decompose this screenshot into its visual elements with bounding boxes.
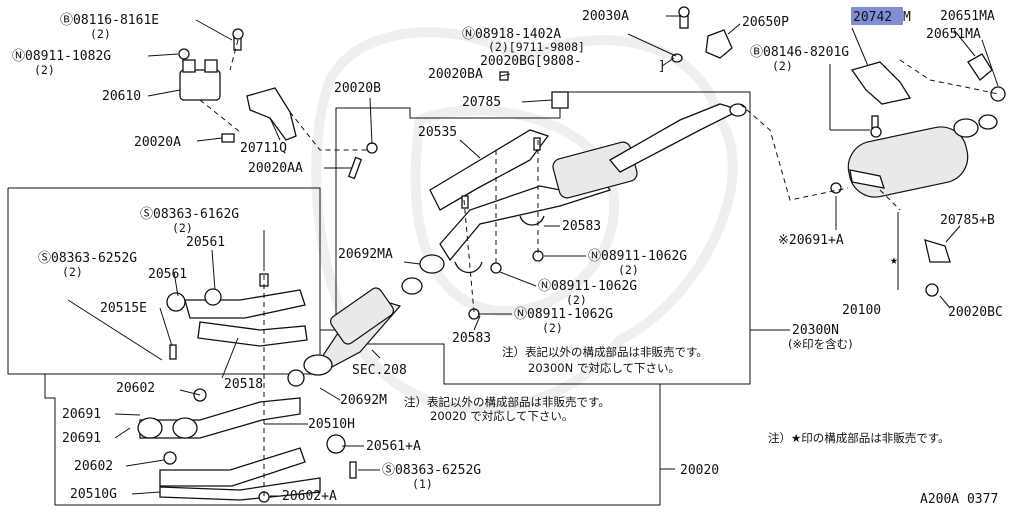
- label-08363-6162G[interactable]: Ⓢ08363-6162G: [140, 207, 239, 222]
- rear-muffler-parts: [739, 53, 1006, 297]
- highlight-box: [851, 7, 903, 25]
- label-20561-b[interactable]: 20561: [148, 267, 187, 282]
- label-20020BA[interactable]: 20020BA: [428, 67, 483, 82]
- label-20510H[interactable]: 20510H: [308, 417, 355, 432]
- label-20020[interactable]: 20020: [680, 463, 719, 478]
- label-20692M[interactable]: 20692M: [340, 393, 387, 408]
- star-marker: ★: [890, 253, 898, 268]
- label-08918-1402A-qty: (2)[9711-9808]: [488, 40, 585, 54]
- note-20020-line2: 20020 で対応して下さい。: [430, 409, 573, 423]
- label-20651MA-a[interactable]: 20651MA: [940, 9, 995, 24]
- label-20785-plus-b[interactable]: 20785+B: [940, 213, 995, 228]
- label-08363-6252G-a[interactable]: Ⓢ08363-6252G: [38, 251, 137, 266]
- label-08911-1062G-b[interactable]: Ⓝ08911-1062G: [538, 279, 637, 294]
- label-20650P[interactable]: 20650P: [742, 15, 789, 30]
- label-08911-1082G[interactable]: Ⓝ08911-1082G: [12, 49, 111, 64]
- label-20510G[interactable]: 20510G: [70, 487, 117, 502]
- center-tube-parts: [303, 6, 747, 376]
- note-20300N-line1: 注）表記以外の構成部品は非販売です。: [502, 345, 708, 359]
- label-20020B[interactable]: 20020B: [334, 81, 381, 96]
- label-20602-a[interactable]: 20602: [116, 381, 155, 396]
- label-20020BG[interactable]: 20020BG[9808-: [480, 54, 582, 69]
- label-sec-208[interactable]: SEC.208: [352, 363, 407, 378]
- label-08911-1062G-a[interactable]: Ⓝ08911-1062G: [588, 249, 687, 264]
- note-20300N-line2: 20300N で対応して下さい。: [528, 361, 680, 375]
- label-08363-6252G-b[interactable]: Ⓢ08363-6252G: [382, 463, 481, 478]
- label-08116-8161E[interactable]: Ⓑ08116-8161E: [60, 13, 159, 28]
- label-08146-8201G-qty: (2): [772, 59, 793, 73]
- label-20742-suffix: M: [903, 10, 911, 25]
- label-08918-1402A[interactable]: Ⓝ08918-1402A: [462, 27, 561, 42]
- leader-lines: [67, 15, 999, 497]
- label-20651MA-b[interactable]: 20651MA: [926, 27, 981, 42]
- label-08911-1062G-c[interactable]: Ⓝ08911-1062G: [514, 307, 613, 322]
- label-08363-6252G-b-qty: (1): [412, 477, 433, 491]
- label-20583-b[interactable]: 20583: [452, 331, 491, 346]
- label-20602-b[interactable]: 20602: [74, 459, 113, 474]
- label-20020A[interactable]: 20020A: [134, 135, 181, 150]
- label-20020BG-close: ]: [658, 59, 666, 74]
- label-08911-1082G-qty: (2): [34, 63, 55, 77]
- label-20785[interactable]: 20785: [462, 95, 501, 110]
- label-20030A[interactable]: 20030A: [582, 9, 629, 24]
- label-20610[interactable]: 20610: [102, 89, 141, 104]
- label-08911-1062G-c-qty: (2): [542, 321, 563, 335]
- label-08363-6252G-a-qty: (2): [62, 265, 83, 279]
- diagram-code: A200A 0377: [920, 492, 998, 507]
- label-20300N[interactable]: 20300N: [792, 323, 839, 338]
- note-star: 注）★印の構成部品は非販売です。: [768, 431, 950, 445]
- upper-left-parts: [178, 28, 378, 180]
- label-20561-plus-a[interactable]: 20561+A: [366, 439, 421, 454]
- label-20561-a[interactable]: 20561: [186, 235, 225, 250]
- note-20020-line1: 注）表記以外の構成部品は非販売です。: [404, 395, 610, 409]
- label-20711Q[interactable]: 20711Q: [240, 141, 287, 156]
- label-20518[interactable]: 20518: [224, 377, 263, 392]
- highlighted-part-number[interactable]: 20742 M: [851, 7, 911, 25]
- label-20535[interactable]: 20535: [418, 125, 457, 140]
- label-20691-plus-a[interactable]: ※20691+A: [778, 233, 844, 248]
- label-08911-1062G-a-qty: (2): [618, 263, 639, 277]
- label-20691-a[interactable]: 20691: [62, 407, 101, 422]
- label-20602-plus-a[interactable]: 20602+A: [282, 489, 337, 504]
- label-20583-a[interactable]: 20583: [562, 219, 601, 234]
- label-08116-8161E-qty: (2): [90, 27, 111, 41]
- label-20100[interactable]: 20100: [842, 303, 881, 318]
- label-20742[interactable]: 20742: [853, 10, 892, 25]
- label-08146-8201G[interactable]: Ⓑ08146-8201G: [750, 45, 849, 60]
- notes: 注）表記以外の構成部品は非販売です。 20300N で対応して下さい。 注）表記…: [404, 345, 950, 445]
- label-08363-6162G-qty: (2): [172, 221, 193, 235]
- part-labels: Ⓑ08116-8161E (2) Ⓝ08911-1082G (2) 20610 …: [12, 9, 1003, 504]
- label-20691-b[interactable]: 20691: [62, 431, 101, 446]
- label-20692MA[interactable]: 20692MA: [338, 247, 393, 262]
- front-pipe-parts: [137, 230, 357, 503]
- label-08911-1062G-b-qty: (2): [566, 293, 587, 307]
- label-20300N-note: (※印を含む): [788, 337, 853, 351]
- label-20020BC[interactable]: 20020BC: [948, 305, 1003, 320]
- label-20515E[interactable]: 20515E: [100, 301, 147, 316]
- label-20020AA[interactable]: 20020AA: [248, 161, 303, 176]
